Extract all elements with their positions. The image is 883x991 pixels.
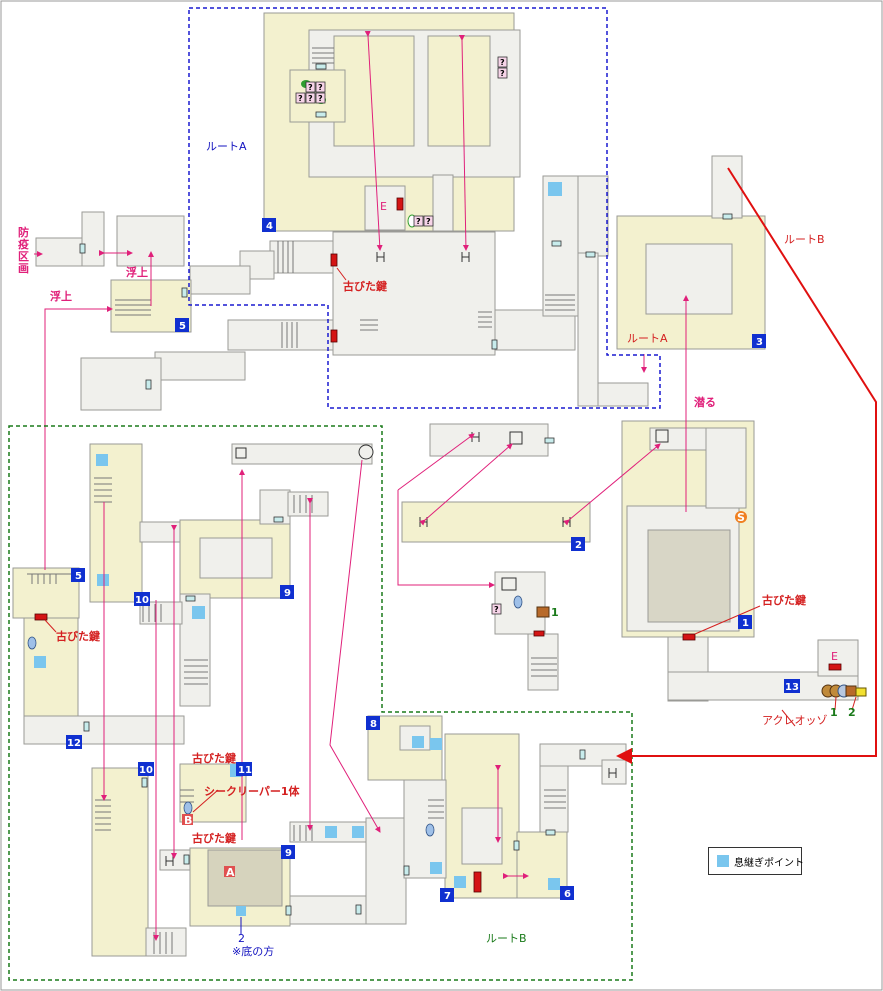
svg-text:5: 5 xyxy=(179,321,186,332)
badge-12: 12 xyxy=(66,735,82,749)
item-bags xyxy=(536,511,867,698)
svg-text:?: ? xyxy=(298,94,303,103)
marker-e-1: E xyxy=(380,200,387,213)
leader-lines xyxy=(44,267,857,813)
svg-text:11: 11 xyxy=(238,765,252,776)
label-old-key-3: 古びた鍵 xyxy=(56,629,100,643)
svg-text:9: 9 xyxy=(284,588,291,599)
badge-4: 4 xyxy=(262,218,276,232)
svg-text:?: ? xyxy=(494,605,499,614)
stairs-top xyxy=(277,47,575,348)
label-defense-zone-char: 防 xyxy=(18,225,29,239)
label-route-b-bottom: ルートB xyxy=(486,932,527,945)
svg-text:?: ? xyxy=(416,217,421,226)
badge-9-bottom: 9 xyxy=(281,845,295,859)
label-seek-reaper: シークリーパー1体 xyxy=(204,784,301,798)
svg-text:13: 13 xyxy=(785,682,799,693)
marker-a: A xyxy=(226,866,235,879)
breath-points xyxy=(34,182,562,916)
badge-9-top: 9 xyxy=(280,585,294,599)
svg-text:3: 3 xyxy=(756,337,763,348)
svg-text:6: 6 xyxy=(564,889,571,900)
label-item-1: 1 xyxy=(551,606,559,619)
badge-13: 13 xyxy=(784,679,800,693)
label-dive: 潜る xyxy=(694,395,716,409)
label-defense-zone-char: 画 xyxy=(18,262,29,275)
marker-b: B xyxy=(184,814,192,827)
label-old-key-5: 古びた鍵 xyxy=(192,831,236,845)
label-float-up-2: 浮上 xyxy=(50,289,72,303)
svg-text:?: ? xyxy=(500,58,505,67)
badge-5-left: 5 xyxy=(71,568,85,582)
label-route-b-top: ルートB xyxy=(784,233,825,246)
svg-text:?: ? xyxy=(426,217,431,226)
label-acre-1: 1 xyxy=(830,706,838,719)
badge-8: 8 xyxy=(366,716,380,730)
question-boxes: ?? ??? ?? ?? ? xyxy=(295,56,508,615)
svg-text:?: ? xyxy=(308,94,313,103)
svg-text:7: 7 xyxy=(444,891,451,902)
marker-e-2: E xyxy=(831,650,838,663)
label-route-a-small: ルートA xyxy=(627,332,668,345)
label-acre-2: 2 xyxy=(848,706,856,719)
svg-text:10: 10 xyxy=(139,765,153,776)
svg-text:?: ? xyxy=(500,69,505,78)
area-1 xyxy=(621,420,859,702)
svg-text:?: ? xyxy=(308,83,313,92)
pink-arrows xyxy=(34,30,689,941)
label-old-key-1: 古びた鍵 xyxy=(343,279,387,293)
badge-1: 1 xyxy=(738,615,752,629)
svg-text:2: 2 xyxy=(575,540,582,551)
red-doors xyxy=(34,197,842,893)
label-defense-zone-char: 疫 xyxy=(18,237,29,251)
badge-5-top: 5 xyxy=(175,318,189,332)
svg-text:4: 4 xyxy=(266,221,273,232)
svg-text:1: 1 xyxy=(742,618,749,629)
label-bottom-num: 2 xyxy=(238,932,245,945)
badge-2: 2 xyxy=(571,537,585,551)
svg-text:?: ? xyxy=(318,83,323,92)
label-float-up-1: 浮上 xyxy=(126,265,148,279)
legend-label: 息継ぎポイント xyxy=(734,858,804,869)
area-4 xyxy=(80,12,649,411)
area-3 xyxy=(616,155,766,350)
label-acre: アクレオッゾ xyxy=(762,714,827,727)
marker-s: S xyxy=(737,511,745,524)
blue-ovals xyxy=(27,595,523,837)
legend: 息継ぎポイント xyxy=(708,847,804,875)
area-badges: 1 2 3 4 5 5 6 7 8 9 9 10 10 11 12 13 xyxy=(66,218,800,902)
badge-10-bottom: 10 xyxy=(138,762,154,776)
route-a-outline xyxy=(188,7,661,409)
svg-text:5: 5 xyxy=(75,571,82,582)
badge-10-top: 10 xyxy=(134,592,150,606)
label-bottom-note: ※底の方 xyxy=(232,944,274,958)
svg-text:8: 8 xyxy=(370,719,377,730)
badge-11: 11 xyxy=(236,762,252,776)
markers: E E A B S xyxy=(182,200,838,879)
route-b-arrow xyxy=(616,167,877,764)
svg-text:9: 9 xyxy=(285,848,292,859)
label-old-key-2: 古びた鍵 xyxy=(762,593,806,607)
svg-text:10: 10 xyxy=(135,595,149,606)
badge-3: 3 xyxy=(752,334,766,348)
legend-breath-swatch xyxy=(717,855,729,867)
svg-text:?: ? xyxy=(318,94,323,103)
label-defense-zone-char: 区 xyxy=(18,250,29,263)
map-labels: ルートA ルートB ルートB ルートA 浮上 浮上 潜る 古びた鍵 古びた鍵 古… xyxy=(50,140,856,958)
doors xyxy=(79,63,733,916)
label-defense-zone: 防疫区画 xyxy=(18,225,29,275)
badge-6: 6 xyxy=(560,886,574,900)
badge-7: 7 xyxy=(440,888,454,902)
svg-text:12: 12 xyxy=(67,738,81,749)
label-route-a: ルートA xyxy=(206,140,247,153)
label-old-key-4: 古びた鍵 xyxy=(192,751,236,765)
route-b-outline xyxy=(8,425,633,981)
